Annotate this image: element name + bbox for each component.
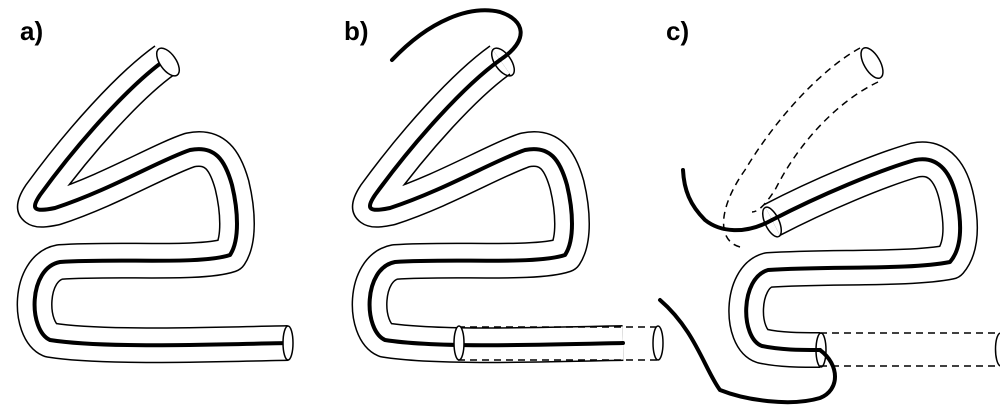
panel-c-chain-exit-lower bbox=[658, 298, 837, 405]
panel-label-b: b) bbox=[344, 16, 369, 46]
panel-c-tube-outline bbox=[728, 141, 979, 368]
panel-b-tube-end-bottom bbox=[453, 325, 465, 361]
panel-c-tube-end-upper bbox=[761, 206, 783, 238]
panel-c-tube-end-lower bbox=[815, 332, 827, 368]
panel-c-dashed-tube-lower bbox=[820, 332, 1000, 367]
panel-a-diagram bbox=[35, 44, 293, 360]
panel-b-dashed-tube-end bbox=[652, 325, 664, 361]
panel-c-chain-exit-upper bbox=[681, 168, 774, 233]
panel-b-dashed-tube bbox=[458, 325, 664, 361]
panel-a-tube-end-top bbox=[155, 47, 181, 77]
panel-c-diagram bbox=[658, 46, 1000, 405]
panel-a-tube-end-bottom bbox=[282, 325, 294, 361]
panel-b-tube-end-top bbox=[490, 47, 516, 77]
panel-c-chain bbox=[744, 157, 963, 352]
panel-label-c: c) bbox=[666, 16, 690, 46]
panel-b-diagram bbox=[370, 8, 664, 361]
panel-c-dashed-tube-end-top bbox=[860, 46, 884, 80]
panel-b-chain-exit-top bbox=[390, 8, 523, 62]
panel-label-a: a) bbox=[20, 16, 44, 46]
